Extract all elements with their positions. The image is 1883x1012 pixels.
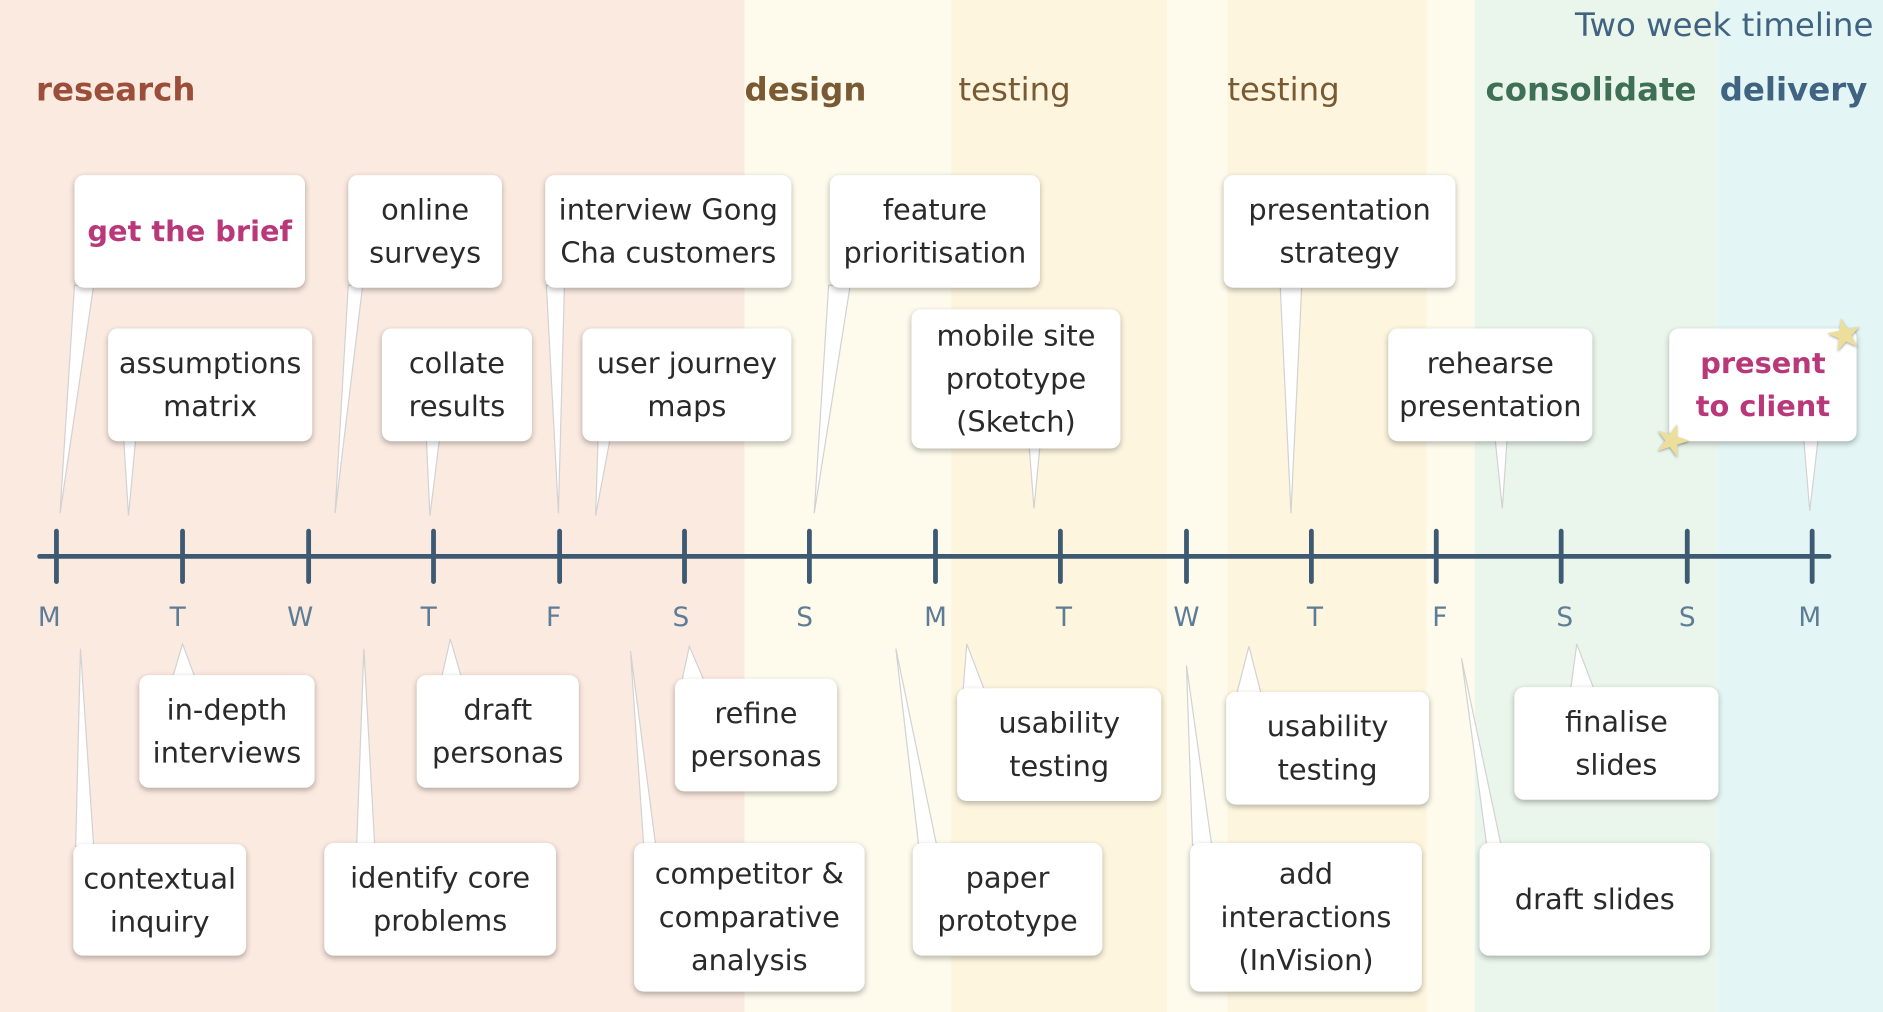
pointer-rehearse [1494,438,1508,509]
pointer-identify [356,648,376,846]
card-assumptions-matrix: assumptions matrix [108,328,313,442]
card-mobile-site-prototype: mobile site prototype (Sketch) [911,309,1121,449]
pointer-interview [545,284,566,514]
pointer-online-surveys [334,284,364,514]
card-refine-personas: refine personas [674,678,838,792]
card-present-to-client: present to client [1669,328,1857,442]
day-label-6: S [672,603,690,634]
pointer-refine [681,644,705,681]
pointer-assumptions [123,438,137,516]
timeline-title: Two week timeline [1575,7,1874,45]
card-draft-personas: draft personas [416,675,579,788]
day-label-8: M [924,603,947,634]
pointer-mobile [1028,445,1041,509]
day-label-9: T [1055,603,1073,634]
card-feature-prioritisation: feature prioritisation [829,175,1040,288]
pointer-contextual [75,648,95,848]
card-usability-testing-2: usability testing [1226,691,1430,805]
day-label-14: S [1678,603,1696,634]
day-label-5: F [546,603,562,634]
day-label-7: S [796,603,813,634]
phase-research: research [36,71,196,110]
day-label-13: S [1556,603,1574,634]
pointer-competitor [629,651,657,846]
pointer-presentation-strategy [1279,284,1303,514]
card-online-surveys: online surveys [348,175,502,288]
card-identify-core-problems: identify core problems [324,842,557,956]
day-label-1: M [37,603,61,634]
card-in-depth-interviews: in-depth interviews [139,675,315,788]
pointer-draft-slides [1460,658,1502,846]
pointer-usability-2 [1236,646,1262,694]
pointer-usability-1 [962,643,986,692]
day-label-15: M [1798,603,1822,634]
pointer-collate [425,438,441,516]
phase-delivery: delivery [1719,71,1868,110]
card-add-interactions: add interactions (InVision) [1190,842,1422,992]
pointer-get-the-brief [59,284,95,514]
pointer-user-journey [595,438,611,516]
pointer-finalise [1570,643,1595,689]
day-label-3: W [287,603,314,634]
delivery-band [1717,0,1883,1012]
phase-consolidate: consolidate [1485,71,1697,110]
card-rehearse-presentation: rehearse presentation [1388,328,1593,442]
card-presentation-strategy: presentation strategy [1223,175,1456,288]
pointer-add-interactions [1185,665,1213,846]
phase-design: design [744,71,867,110]
card-collate-results: collate results [381,328,532,442]
pointer-in-depth [172,642,196,677]
day-label-2: T [169,603,186,634]
pointer-present [1803,438,1819,511]
phase-testing-2: testing [1227,71,1340,110]
card-draft-slides: draft slides [1479,842,1711,956]
card-get-the-brief: get the brief [74,175,306,288]
phase-testing-1: testing [958,71,1071,110]
day-label-10: W [1173,603,1200,634]
card-contextual-inquiry: contextual inquiry [73,844,247,956]
card-interview-gong-cha: interview Gong Cha customers [545,175,792,288]
day-label-12: F [1432,603,1448,634]
day-label-4: T [420,603,437,634]
day-label-11: T [1306,603,1324,634]
axis-ticks [54,528,1815,584]
card-paper-prototype: paper prototype [912,842,1103,956]
pointer-draft-personas [441,638,462,677]
pointer-paper [895,648,938,846]
card-usability-testing-1: usability testing [957,688,1162,801]
pointer-feature [813,284,851,514]
card-user-journey-maps: user journey maps [582,328,792,442]
card-competitor-analysis: competitor & comparative analysis [634,842,865,992]
card-finalise-slides: finalise slides [1514,687,1719,800]
friday-band [1426,0,1475,1012]
